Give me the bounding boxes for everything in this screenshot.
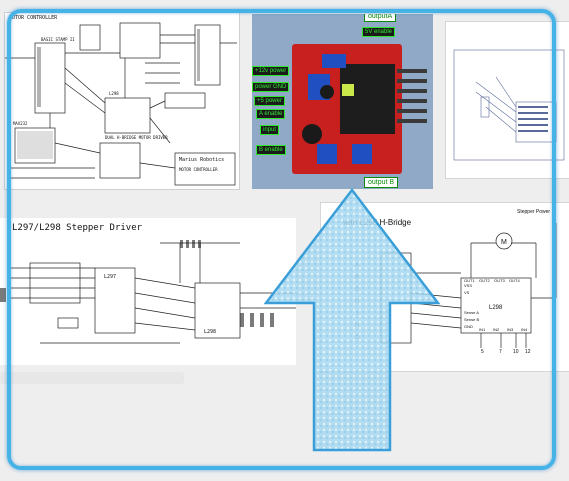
pin-label-out4: OUT4 xyxy=(509,278,520,283)
label-power-gnd: power GND xyxy=(252,82,290,92)
pin-label-out3: OUT3 xyxy=(494,278,505,283)
l298-chip-label: L298 xyxy=(204,329,216,335)
pin-label-in1: IN1 xyxy=(479,327,486,332)
dual-bridge-label: DUAL H-BRIDGE MOTOR DRIVER xyxy=(105,135,168,140)
pin-label-in4: IN4 xyxy=(521,327,528,332)
l297-label: L297 xyxy=(104,274,116,280)
label-input: input xyxy=(260,125,280,135)
up-arrow-icon xyxy=(263,188,441,452)
title-block-sub: MOTOR CONTROLLER xyxy=(179,167,218,172)
stepper-title: L297/L298 Stepper Driver xyxy=(12,223,143,233)
thumbnail-motor-controller-schematic[interactable]: MOTOR CONTROLLER xyxy=(4,12,240,190)
label-a-enable: A enable xyxy=(256,109,286,119)
thumbnail-small-schematic[interactable] xyxy=(445,21,569,179)
label-output-a: outputA xyxy=(364,14,397,22)
stepper-power-label: Stepper Power xyxy=(517,209,550,215)
label-b-enable: B enable xyxy=(256,145,286,155)
l298-label: L298 xyxy=(109,91,119,96)
motor-symbol-label: M xyxy=(501,239,507,246)
title-block-name: Marius Robotics xyxy=(179,157,224,163)
pin-label-out2: OUT2 xyxy=(479,278,490,283)
controller-title: MOTOR CONTROLLER xyxy=(9,15,58,21)
basic-stamp-label: BASIC STAMP II xyxy=(41,37,75,42)
pin-label-vss: VSS xyxy=(464,283,472,288)
small-schematic-image xyxy=(453,49,565,161)
label-12v-power: +12v power xyxy=(252,66,290,76)
pin-label-in2: IN2 xyxy=(493,327,500,332)
scroll-bar[interactable] xyxy=(0,372,184,384)
label-5v-enable: 5V enable xyxy=(362,27,396,37)
pin-number-7: 7 xyxy=(499,349,502,355)
motor-controller-schematic-image: MOTOR CONTROLLER xyxy=(5,15,237,186)
thumbnail-stepper-driver-schematic[interactable]: L297/L298 Stepper Driver xyxy=(0,218,296,365)
pin-number-10: 10 xyxy=(513,349,519,355)
pin-label-sense-b: Sense B xyxy=(464,317,479,322)
thumbnail-l298n-board-photo[interactable]: outputA 5V enable +12v power power GND +… xyxy=(252,14,433,189)
pin-label-in3: IN3 xyxy=(507,327,514,332)
pin-label-sense-a: Sense A xyxy=(464,310,479,315)
hbridge-chip-label: L298 xyxy=(489,305,503,311)
label-5v-power: +5 power xyxy=(254,96,285,106)
pin-label-vs: VS xyxy=(464,290,470,295)
label-output-b: output B xyxy=(364,177,399,188)
pin-number-12: 12 xyxy=(525,349,531,355)
pin-label-out1: OUT1 xyxy=(464,278,475,283)
pin-number-5: 5 xyxy=(481,349,484,355)
pin-label-gnd: GND xyxy=(464,324,473,329)
selection-frame xyxy=(7,9,556,470)
max232-label: MAX232 xyxy=(13,121,28,126)
